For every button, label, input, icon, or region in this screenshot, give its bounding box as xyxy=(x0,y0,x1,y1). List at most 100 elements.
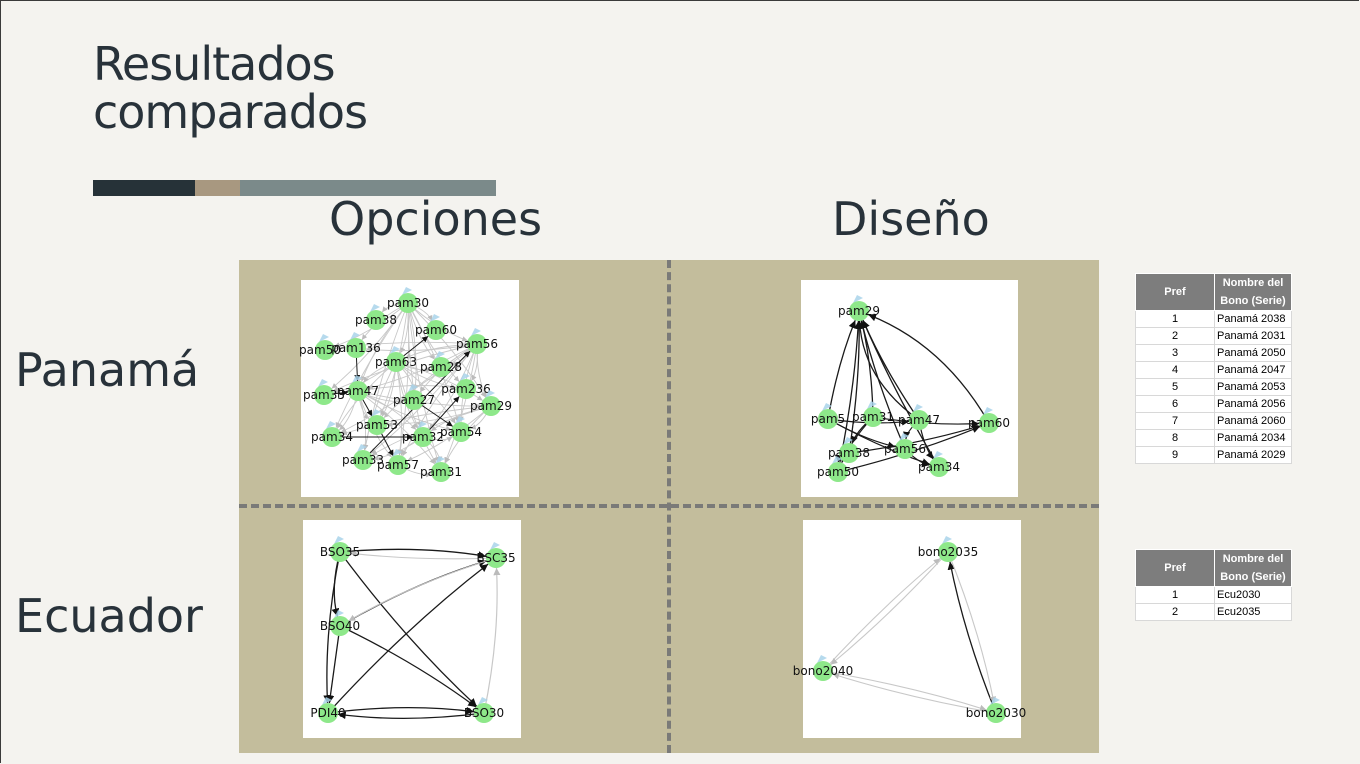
node-label: pam47 xyxy=(337,384,379,398)
node-label: pam34 xyxy=(918,460,960,474)
node-label: PDI40 xyxy=(310,706,345,720)
bond-name-cell: Panamá 2029 xyxy=(1214,446,1292,464)
node-label: pam56 xyxy=(456,337,498,351)
graph-edge xyxy=(362,361,397,451)
node-label: bono2040 xyxy=(793,664,853,678)
graph-node: pam50 xyxy=(817,456,859,482)
bond-name-cell: Panamá 2047 xyxy=(1214,361,1292,379)
bond-name-cell: Ecu2035 xyxy=(1214,603,1292,621)
bond-name-cell: Panamá 2056 xyxy=(1214,395,1292,413)
table-header-pref: Pref xyxy=(1135,549,1215,587)
bond-name-cell: Panamá 2034 xyxy=(1214,429,1292,447)
node-label: pam236 xyxy=(441,382,491,396)
graph-node: pam50 xyxy=(299,334,341,360)
graph-edge xyxy=(947,551,997,704)
pref-cell: 6 xyxy=(1135,395,1215,413)
graph-node: pam34 xyxy=(311,421,353,447)
graph-edge xyxy=(327,706,475,715)
graph-edge xyxy=(326,625,341,704)
graph-edge xyxy=(335,302,409,429)
pref-cell: 7 xyxy=(1135,412,1215,430)
graph-edge xyxy=(339,551,478,707)
graph-node: pam31 xyxy=(852,401,894,427)
graph-edge xyxy=(337,711,485,720)
graph-node: pam32 xyxy=(402,421,444,447)
graph-node: pam30 xyxy=(387,287,429,313)
graph-node: pam54 xyxy=(440,416,482,442)
node-label: bono2030 xyxy=(966,706,1026,720)
graph-edge xyxy=(395,361,403,456)
node-label: pam50 xyxy=(817,465,859,479)
graph-edge xyxy=(327,563,489,714)
graph-node: pam63 xyxy=(375,346,417,372)
bond-name-cell: Panamá 2050 xyxy=(1214,344,1292,362)
graph-edge xyxy=(827,320,856,420)
table-header-name: Nombre del Bono (Serie) xyxy=(1214,549,1292,587)
pref-cell: 8 xyxy=(1135,429,1215,447)
bond-name-cell: Panamá 2053 xyxy=(1214,378,1292,396)
node-label: pam33 xyxy=(342,453,384,467)
graph-node: BSC35 xyxy=(476,542,516,568)
node-label: pam35 xyxy=(303,388,345,402)
graph-edge xyxy=(348,557,497,622)
graph-node: pam47 xyxy=(898,404,940,430)
node-label: pam5 xyxy=(811,412,845,426)
graph-node: bono2030 xyxy=(966,697,1026,723)
node-label: pam38 xyxy=(828,446,870,460)
graph-node: pam38 xyxy=(828,437,870,463)
graph-node: pam28 xyxy=(420,351,462,377)
graph-node: BSO35 xyxy=(320,536,360,562)
graph-node: pam27 xyxy=(393,384,435,410)
graph-edge xyxy=(365,343,478,353)
graph-node: pam60 xyxy=(968,407,1010,433)
node-label: pam50 xyxy=(299,343,341,357)
graph-edge xyxy=(859,320,906,450)
graph-edge xyxy=(357,384,457,392)
graph-node: PDI40 xyxy=(310,697,346,723)
node-label: pam53 xyxy=(356,418,398,432)
pref-cell: 2 xyxy=(1135,327,1215,345)
node-label: pam57 xyxy=(377,458,419,472)
title-line-2: comparados xyxy=(93,85,368,139)
graph-node: pam29 xyxy=(838,295,880,321)
graph-node: pam47 xyxy=(337,375,379,401)
graph-node: pam33 xyxy=(342,444,384,470)
graph-edge xyxy=(339,548,487,559)
graph-node: pam34 xyxy=(918,451,960,477)
column-header-design: Diseño xyxy=(832,192,990,246)
graph-node: BSO30 xyxy=(464,697,504,723)
graph-node: pam60 xyxy=(415,314,457,340)
graph-edge xyxy=(822,557,941,672)
accent-bar-gray xyxy=(240,180,496,196)
node-label: pam38 xyxy=(355,313,397,327)
title-line-1: Resultados xyxy=(93,37,336,91)
table-header-name: Nombre del Bono (Serie) xyxy=(1214,273,1292,311)
node-label: pam60 xyxy=(415,323,457,337)
graph-node: pam35 xyxy=(303,379,345,405)
graph-edge xyxy=(339,625,477,708)
graph-node: pam53 xyxy=(356,409,398,435)
graph-edge xyxy=(832,672,997,714)
row-header-panama: Panamá xyxy=(15,343,200,397)
graph-edge xyxy=(341,405,492,436)
pref-cell: 1 xyxy=(1135,586,1215,604)
node-label: pam30 xyxy=(387,296,429,310)
graph-edge xyxy=(444,343,478,463)
graph-edge xyxy=(848,424,980,454)
graph-edge xyxy=(397,302,410,456)
node-label: BSO35 xyxy=(320,545,360,559)
graph-node: pam38 xyxy=(355,304,397,330)
